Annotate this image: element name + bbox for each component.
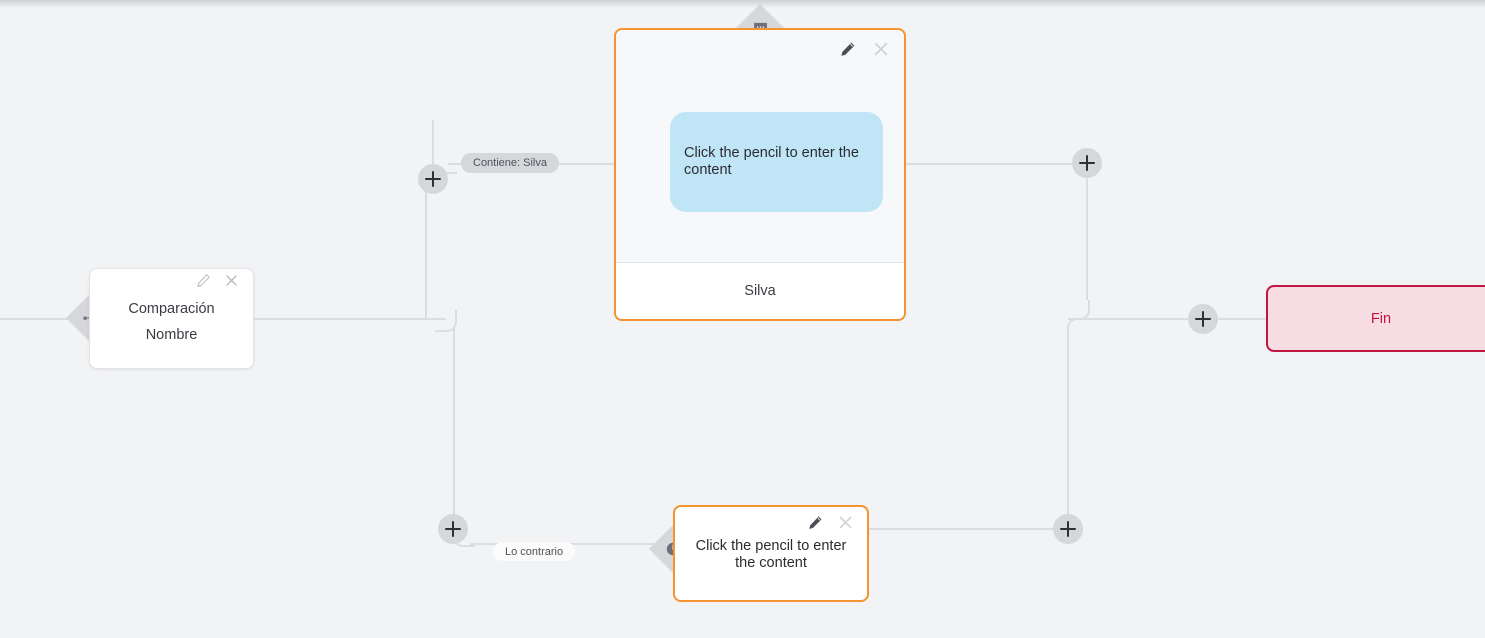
close-icon[interactable]	[837, 514, 854, 531]
comparison-node-subtitle: Nombre	[145, 327, 198, 343]
message-bottom-text: Click the pencil to enter the content	[695, 538, 847, 572]
comparison-node[interactable]: Comparación Nombre	[89, 268, 254, 369]
message-top-footer-label: Silva	[744, 283, 776, 299]
edge-message-top-out	[906, 163, 1072, 165]
message-top-bubble[interactable]: Click the pencil to enter the content	[670, 112, 883, 212]
edge-label-text: Contiene: Silva	[473, 157, 547, 169]
add-node-branch-true-button[interactable]	[418, 164, 448, 194]
header-shadow	[0, 0, 1485, 8]
comparison-node-title: Comparación	[128, 301, 215, 317]
close-icon[interactable]	[224, 273, 239, 288]
add-node-after-message-top-button[interactable]	[1072, 148, 1102, 178]
end-node-label: Fin	[1370, 310, 1392, 327]
edge-label-otherwise[interactable]: Lo contrario	[493, 542, 576, 561]
edge-end-plus-to-fin	[1218, 318, 1266, 320]
pencil-icon[interactable]	[196, 273, 211, 288]
edge-message-bottom-out	[869, 528, 1054, 530]
close-icon[interactable]	[872, 40, 890, 58]
pencil-icon[interactable]	[808, 515, 823, 530]
end-node[interactable]: Fin	[1266, 285, 1485, 352]
edge-false-branch-down	[453, 326, 455, 520]
add-node-after-message-bottom-button[interactable]	[1053, 514, 1083, 544]
message-top-node[interactable]: Click the pencil to enter the content Si…	[614, 28, 906, 321]
message-top-bubble-text: Click the pencil to enter the content	[684, 145, 859, 178]
edge-message-bottom-up	[1067, 336, 1069, 522]
edge-corner-merge-top	[1068, 300, 1090, 320]
comparison-node-actions	[196, 273, 239, 288]
add-node-before-end-button[interactable]	[1188, 304, 1218, 334]
edge-merge-to-end	[1085, 318, 1188, 320]
message-top-footer: Silva	[616, 262, 904, 319]
message-bottom-node[interactable]: Click the pencil to enter the content	[673, 505, 869, 602]
edge-comparison-out	[254, 318, 446, 320]
message-bottom-actions	[808, 514, 854, 531]
edge-false-branch-in	[410, 318, 440, 320]
edge-true-branch-up	[432, 120, 434, 174]
edge-message-top-down	[1086, 178, 1088, 300]
edge-corner-true-branch	[425, 172, 457, 320]
edge-label-contains-silva[interactable]: Contiene: Silva	[461, 153, 559, 173]
edge-label-text: Lo contrario	[505, 545, 564, 558]
edge-corner-merge-bottom	[1067, 318, 1089, 340]
message-top-actions	[840, 40, 890, 58]
edge-corner-false-top	[435, 310, 457, 332]
pencil-icon[interactable]	[840, 41, 856, 57]
edge-incoming	[0, 318, 72, 320]
add-node-branch-false-button[interactable]	[438, 514, 468, 544]
